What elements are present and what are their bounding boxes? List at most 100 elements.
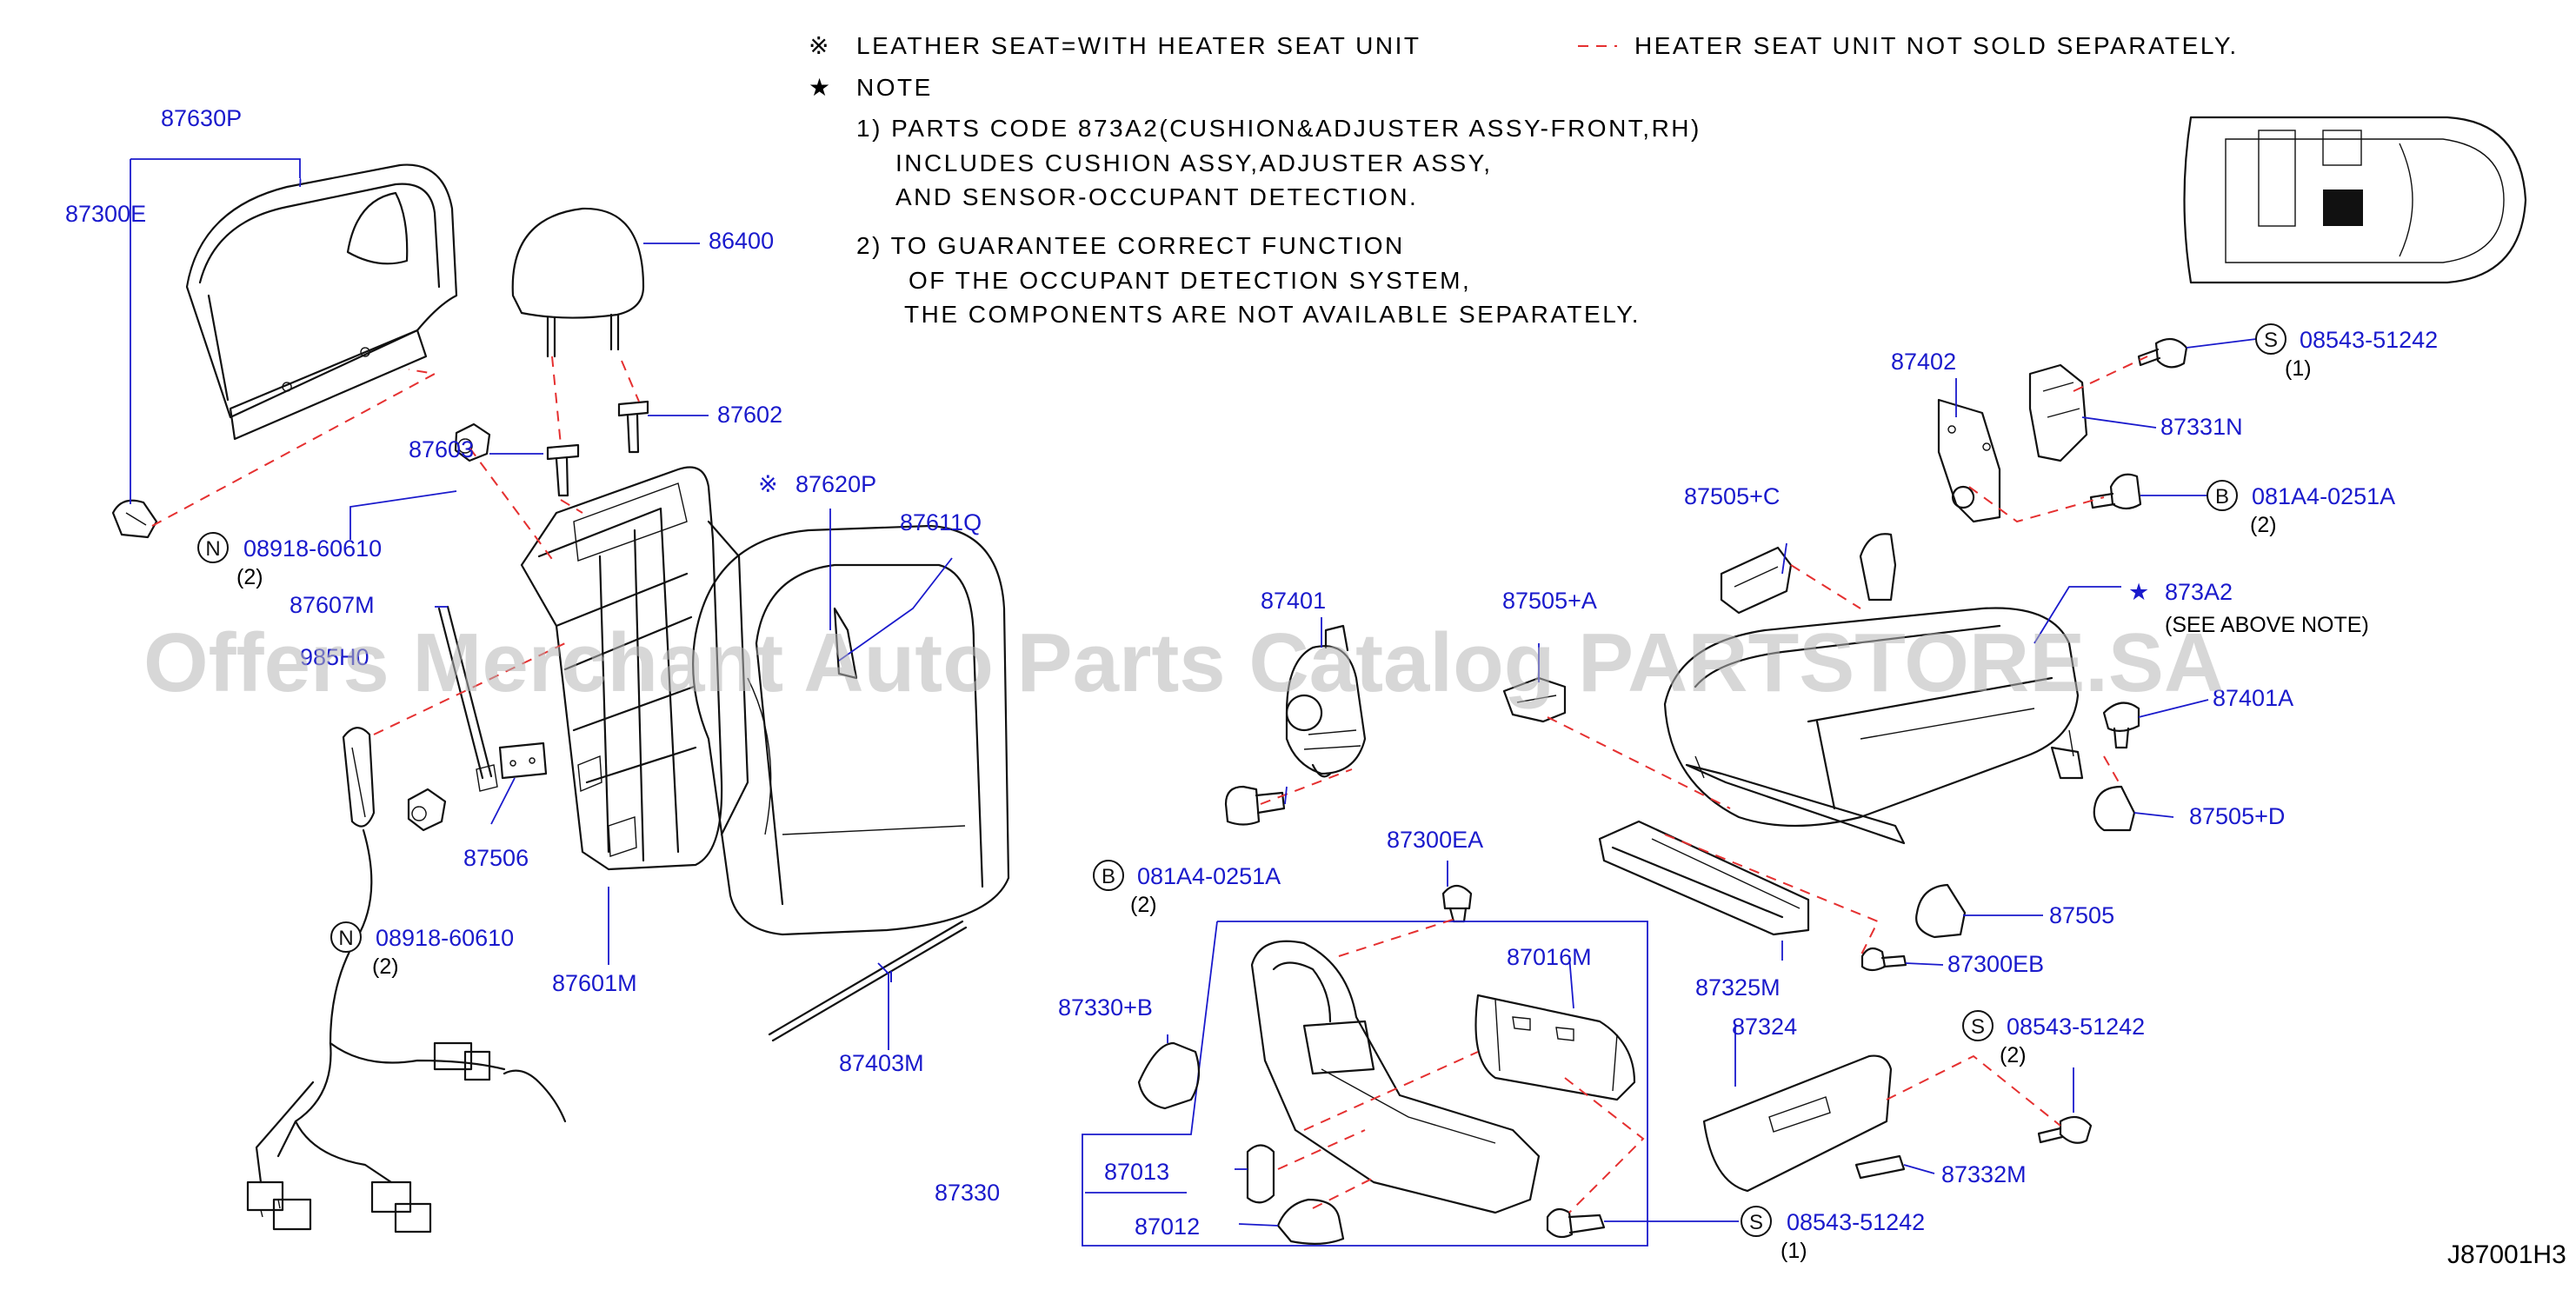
panel-87324 [1702, 1054, 1893, 1193]
reference-mark-87620P: ※ [758, 471, 778, 497]
car-location-icon [2183, 116, 2527, 284]
cover-87505D [2093, 785, 2136, 832]
trim-87325M [1598, 820, 1810, 936]
label-87330B: 87330+B [1058, 994, 1153, 1021]
label-87300E: 87300E [65, 201, 146, 227]
label-87505D: 87505+D [2189, 803, 2285, 829]
seat-back-cover [185, 163, 458, 441]
headrest [511, 207, 645, 358]
nut-lower [407, 788, 447, 832]
label-87403M: 87403M [839, 1050, 924, 1076]
bolt-left [1224, 785, 1286, 826]
pad-87332M [1854, 1154, 1906, 1180]
label-87620P: 87620P [795, 471, 876, 497]
clip-87300EB [1860, 947, 1907, 972]
label-87506: 87506 [463, 845, 529, 871]
qty-n-lower: (2) [372, 954, 399, 979]
bracket-87402 [1937, 398, 2001, 523]
prefix-b-right: B [2215, 485, 2229, 509]
sensor-985H0-harness [246, 727, 567, 1233]
label-87013: 87013 [1104, 1159, 1169, 1185]
dashed-guides [151, 356, 2148, 1214]
screw-top [2137, 337, 2188, 369]
label-985H0: 985H0 [300, 644, 369, 670]
code-n-upper: 08918-60610 [243, 535, 382, 562]
rod-87403M [768, 920, 968, 1042]
screw-mid [2037, 1115, 2093, 1144]
bracket-87506 [498, 741, 548, 780]
prefix-s-top: S [2264, 329, 2278, 352]
leader-lines [130, 158, 2257, 1227]
label-873A2: 873A2 [2165, 579, 2233, 605]
code-s-top: 08543-51242 [2300, 327, 2438, 353]
seat-back-frame [520, 466, 749, 871]
qty-s-top: (1) [2285, 356, 2312, 381]
label-87332M: 87332M [1941, 1161, 2027, 1187]
headrest-guide-87602 [617, 400, 649, 454]
label-87607M: 87607M [290, 592, 375, 618]
cover-87505C [1720, 546, 1793, 615]
cover-87505 [1915, 883, 1967, 939]
prefix-n-lower: N [338, 927, 353, 950]
circle-badge-s-top [2255, 323, 2286, 355]
code-n-lower: 08918-60610 [376, 925, 514, 951]
label-87602: 87602 [717, 402, 782, 428]
label-87402: 87402 [1891, 349, 1956, 375]
label-87630P: 87630P [161, 105, 242, 131]
label-87331N: 87331N [2160, 414, 2243, 440]
label-87505A: 87505+A [1502, 588, 1597, 614]
circle-badge-b-left [1093, 860, 1124, 891]
label-87012: 87012 [1135, 1214, 1200, 1240]
label-87016M: 87016M [1507, 944, 1592, 970]
clip-87300E [111, 499, 158, 539]
seat-cushion-873A2 [1663, 533, 2084, 845]
seat-back-pad [692, 524, 1010, 936]
note-heater-unit: HEATER SEAT UNIT NOT SOLD SEPARATELY. [1634, 32, 2239, 59]
cap-87300EA [1441, 884, 1473, 923]
qty-b-left: (2) [1130, 893, 1157, 917]
label-87611Q: 87611Q [900, 509, 982, 535]
code-b-left: 081A4-0251A [1137, 863, 1281, 889]
cover-87331N [2028, 363, 2088, 462]
star-symbol: ★ [809, 74, 833, 101]
note-item1-line3: AND SENSOR-OCCUPANT DETECTION. [895, 183, 1418, 210]
circle-badge-n-lower [330, 921, 362, 953]
screw-bottom [1546, 1207, 1606, 1239]
circle-badge-n-upper [197, 532, 229, 563]
prefix-s-mid: S [1971, 1015, 1985, 1039]
bolt-right [2089, 473, 2142, 510]
code-s-mid: 08543-51242 [2007, 1014, 2145, 1040]
qty-s-bottom: (1) [1781, 1239, 1807, 1263]
highlighted-seat-position [2323, 190, 2363, 226]
label-86400: 86400 [709, 228, 774, 254]
note-item1-line1: 1) PARTS CODE 873A2(CUSHION&ADJUSTER ASS… [856, 115, 1701, 142]
label-87401A: 87401A [2213, 685, 2293, 711]
prefix-b-left: B [1102, 865, 1115, 888]
qty-b-right: (2) [2250, 513, 2277, 537]
label-87324: 87324 [1732, 1014, 1797, 1040]
reference-mark-symbol: ※ [809, 32, 831, 59]
label-87300EA: 87300EA [1387, 827, 1483, 853]
label-87603: 87603 [409, 436, 474, 462]
label-87401: 87401 [1261, 588, 1326, 614]
code-s-bottom: 08543-51242 [1787, 1209, 1925, 1235]
circle-badge-s-bottom [1741, 1206, 1772, 1237]
watermark-text: Offers Merchant Auto Parts Catalog PARTS… [143, 616, 2224, 709]
fastener-callouts: N 08918-60610 (2) N 08918-60610 (2) B 08… [197, 323, 2438, 1263]
label-87505: 87505 [2049, 902, 2114, 928]
note-item2-line2: OF THE OCCUPANT DETECTION SYSTEM, [909, 267, 1471, 294]
knob-87012 [1276, 1198, 1345, 1245]
headrest-guide-87603 [546, 443, 580, 497]
motor-87401 [1285, 624, 1367, 778]
side-cover-87330 [1250, 940, 1541, 1214]
part-labels: 87630P 87300E 86400 87602 87603 ※ 87620P… [65, 105, 2566, 1269]
label-87330: 87330 [935, 1180, 1000, 1206]
prefix-n-upper: N [205, 537, 220, 561]
note-item1-line2: INCLUDES CUSHION ASSY,ADJUSTER ASSY, [895, 150, 1493, 176]
label-873A2-note: (SEE ABOVE NOTE) [2165, 613, 2369, 637]
note-item2-line3: THE COMPONENTS ARE NOT AVAILABLE SEPARAT… [904, 301, 1641, 328]
trim-87330B [1137, 1041, 1201, 1110]
header-notes: ※ LEATHER SEAT=WITH HEATER SEAT UNIT HEA… [809, 32, 2239, 328]
star-873A2: ★ [2128, 579, 2149, 605]
